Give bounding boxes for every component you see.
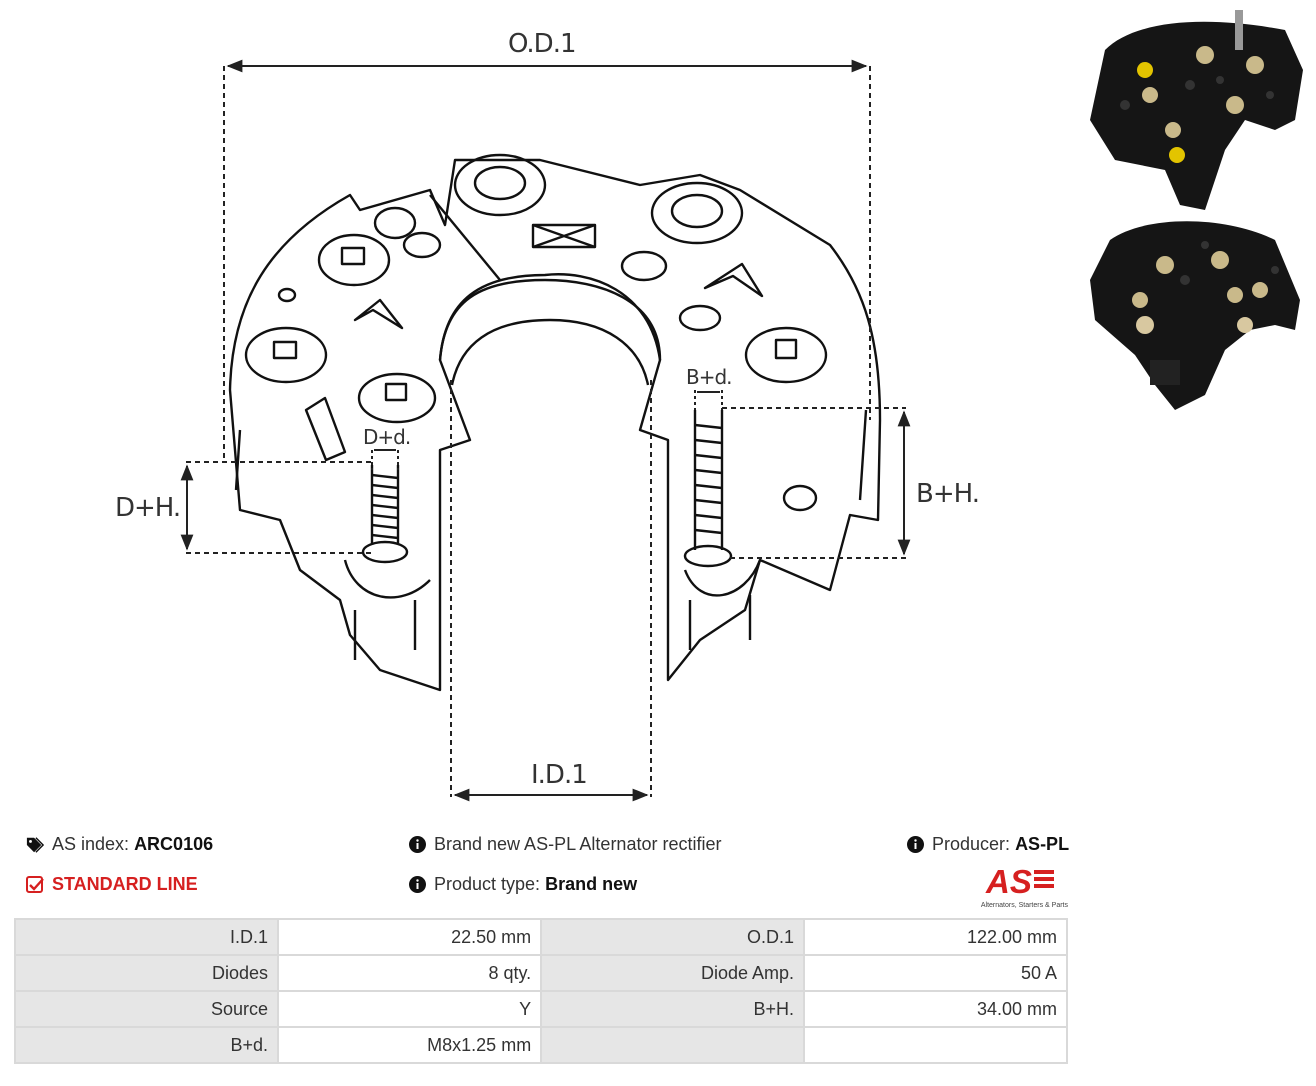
info-icon [408, 876, 426, 894]
spec-value: 34.00 mm [803, 990, 1068, 1028]
spec-value: 50 A [803, 954, 1068, 992]
dd-label: D+d. [363, 425, 410, 449]
table-row: B+d. M8x1.25 mm [14, 1026, 1068, 1064]
spec-value: Y [276, 990, 543, 1028]
tags-icon [26, 836, 44, 854]
technical-drawing: O.D.1 I.D.1 D+H. D+d. B+H. B+d. [115, 29, 980, 802]
spec-label: B+H. [540, 990, 806, 1028]
spec-label: Diode Amp. [540, 954, 806, 992]
spec-label: I.D.1 [14, 918, 279, 956]
check-square-icon [26, 875, 44, 894]
spec-label: Diodes [14, 954, 279, 992]
standard-line-badge: STANDARD LINE [26, 874, 198, 895]
info-icon [906, 836, 924, 854]
dh-label: D+H. [115, 493, 180, 523]
table-row: Source Y B+H. 34.00 mm [14, 990, 1068, 1028]
spec-value: 122.00 mm [803, 918, 1068, 956]
logo-tagline: Alternators, Starters & Parts [980, 902, 1068, 909]
specs-table: I.D.1 22.50 mm O.D.1 122.00 mm Diodes 8 … [14, 918, 1068, 1064]
product-type-value: Brand new [545, 874, 638, 894]
producer-value: AS-PL [1015, 834, 1070, 854]
as-index-value: ARC0106 [134, 834, 214, 854]
spec-value [803, 1026, 1068, 1064]
table-row: I.D.1 22.50 mm O.D.1 122.00 mm [14, 918, 1068, 956]
info-icon [408, 836, 426, 854]
spec-label: B+d. [14, 1026, 279, 1064]
spec-label [540, 1026, 806, 1064]
table-row: Diodes 8 qty. Diode Amp. 50 A [14, 954, 1068, 992]
spec-label: O.D.1 [540, 918, 806, 956]
spec-value: 22.50 mm [276, 918, 543, 956]
product-photo-bottom[interactable] [1085, 210, 1307, 415]
spec-label: Source [14, 990, 279, 1028]
spec-value: M8x1.25 mm [276, 1026, 543, 1064]
bd-label: B+d. [686, 365, 732, 389]
product-type: Product type: Brand new [408, 874, 637, 895]
description: Brand new AS-PL Alternator rectifier [408, 834, 721, 855]
as-index: AS index: ARC0106 [26, 834, 213, 855]
product-photo-top[interactable] [1085, 10, 1307, 210]
id-label: I.D.1 [531, 760, 587, 790]
as-pl-logo: AS Alternators, Starters & Parts [966, 863, 1068, 909]
rectifier-diagram: O.D.1 I.D.1 D+H. D+d. B+H. B+d. [115, 29, 980, 802]
svg-text:AS: AS [985, 864, 1032, 896]
producer: Producer: AS-PL [906, 834, 1069, 855]
od-label: O.D.1 [508, 29, 576, 59]
bh-label: B+H. [916, 479, 979, 509]
spec-value: 8 qty. [276, 954, 543, 992]
